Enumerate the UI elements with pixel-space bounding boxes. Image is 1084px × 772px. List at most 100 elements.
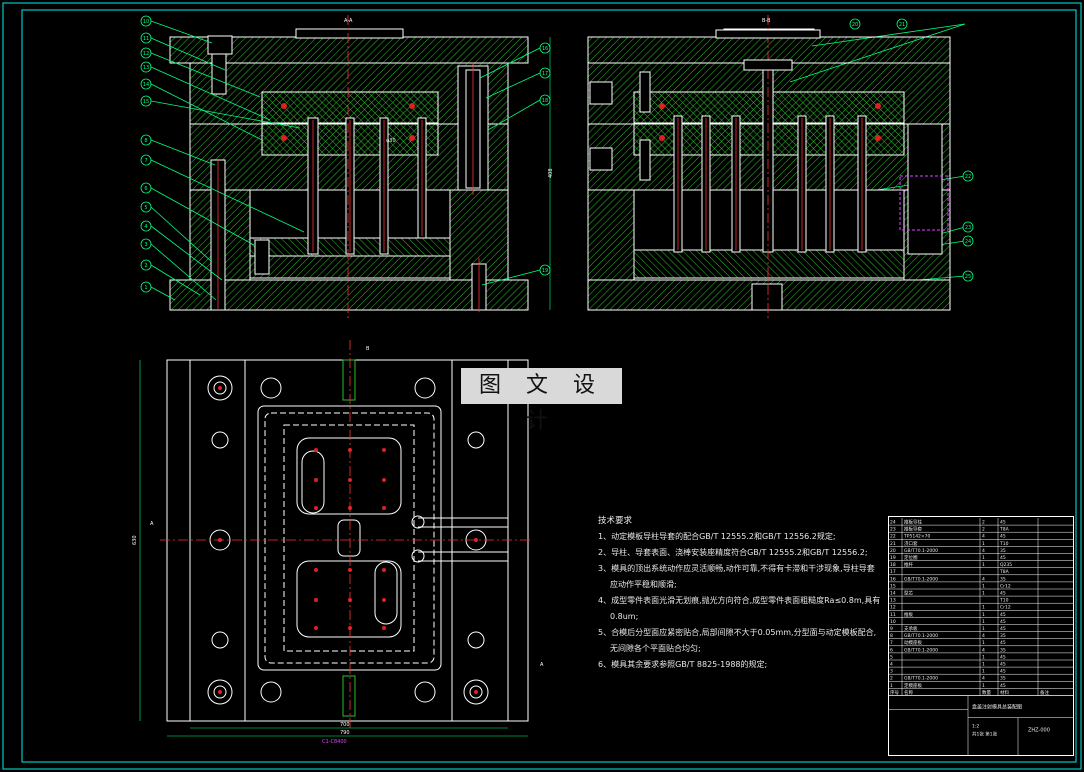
drawing-scale: 1:2 [972,724,979,730]
parts-list-cell: 45 [1000,555,1006,561]
parts-list-cell: 3 [890,669,893,675]
drawing-title: 盒盖注射模具总装配图 [972,704,1022,711]
balloon-number: 14 [143,82,149,88]
parts-list-cell: 19 [890,555,896,561]
parts-list-cell: 22 [890,534,896,540]
parts-list-cell: 2 [982,527,985,533]
plan-width-top-dim: 700 [340,722,350,728]
parts-list-cell: 14 [890,591,896,597]
note-item: 5、合模后分型面应紧密贴合,局部间隙不大于0.05mm,分型面与动定模板配合, [598,628,877,637]
parts-list-cell: 10 [890,619,896,625]
part-balloon: 20 [849,18,861,30]
drawing-code: ZHZ-000 [1028,728,1050,734]
part-balloon: 25 [962,270,974,282]
part-balloon: 12 [140,47,152,59]
parts-list-cell: 推板 [904,611,913,618]
parts-list-cell: T10 [999,598,1009,604]
balloon-number: 17 [542,71,548,77]
parts-list-cell: 推杆 [904,561,913,568]
part-balloon: 13 [140,61,152,73]
balloon-number: 7 [144,158,147,164]
watermark-label: 图 文 设 计 [461,368,622,434]
plan-label: C1-C8400 [322,739,347,745]
parts-list-cell: 35 [1000,633,1006,639]
parts-list-row: 12 1 Cr12 [888,605,1074,611]
front-section-view: A-A φ30 408 [169,15,554,318]
note-item: 应动作平稳和顺滑; [610,580,677,589]
parts-list-cell: 1 [982,605,985,611]
parts-list-cell: 4 [982,633,985,639]
balloon-number: 13 [143,65,149,71]
parts-list-cell: 2 [982,520,985,526]
parts-list-cell: 1 [982,591,985,597]
parts-list-cell: 4 [982,548,985,554]
parts-list-cell: 1 [982,626,985,632]
parts-list-cell: 4 [982,647,985,653]
parts-list-cell: 4 [982,534,985,540]
part-balloon: 21 [896,18,908,30]
parts-list-cell: 35 [1000,576,1006,582]
parts-list-cell: Cr12 [1000,583,1011,589]
parts-list-cell: 7 [890,640,893,646]
note-item: 6、模具其余要求参照GB/T 8825-1988的规定; [598,660,768,669]
parts-list-cell: Cr12 [1000,605,1011,611]
parts-list-header: 序号 [890,689,899,696]
balloon-number: 11 [143,36,149,42]
balloon-number: 12 [143,51,149,57]
parts-list-cell: 21 [890,541,896,547]
part-balloon: 17 [539,67,551,79]
note-item: 4、成型零件表面光滑无划痕,抛光方向符合,成型零件表面粗糙度Ra≤0.8m,具有 [598,596,881,605]
part-balloon: 22 [962,170,974,182]
balloon-number: 2 [144,263,147,269]
parts-list-cell: 13 [890,598,896,604]
balloon-number: 20 [852,22,858,28]
part-balloon: 18 [539,94,551,106]
parts-list-cell: 2 [890,676,893,682]
parts-list-cell: 11 [890,612,896,618]
balloon-number: 15 [143,99,149,105]
note-item: 0.8um; [610,612,639,621]
parts-list-cell: 12 [890,605,896,611]
notes-title: 技术要求 [598,516,633,526]
technical-requirements: 技术要求 1、动定模板导柱导套的配合GB/T 12555.2和GB/T 1255… [598,513,881,673]
parts-list-cell: GB/T70.1-2000 [904,647,938,653]
balloon-number: 1 [144,285,147,291]
parts-list-cell: 定位圈 [904,554,918,561]
parts-list-cell: 35 [1000,676,1006,682]
part-balloon: 6 [140,182,152,194]
parts-list-cell: 8 [890,633,893,639]
balloon-number: 3 [144,242,147,248]
parts-list-cell: Q235 [1000,562,1012,568]
side-section-view: B-B [587,15,951,318]
parts-list-cell: T8A [999,527,1010,533]
balloon-number: 22 [965,174,971,180]
side-section-label: B-B [762,18,771,24]
parts-list-cell: 5 [890,654,893,660]
part-balloon: 1 [140,281,152,293]
parts-list-cell: 推板导套 [904,526,922,533]
front-center-dim: φ30 [386,138,396,144]
parts-list-cell: 45 [1000,619,1006,625]
parts-list-cell: 16 [890,576,896,582]
parts-list-cell: 1 [982,555,985,561]
parts-list-header: 材料 [1000,689,1009,696]
note-item: 1、动定模板导柱导套的配合GB/T 12555.2和GB/T 12556.2规定… [598,532,836,541]
parts-list-cell: 23 [890,527,896,533]
balloon-number: 19 [542,268,548,274]
parts-list-cell: 1 [982,562,985,568]
inner-frame [21,9,1077,763]
part-balloon: 24 [962,235,974,247]
